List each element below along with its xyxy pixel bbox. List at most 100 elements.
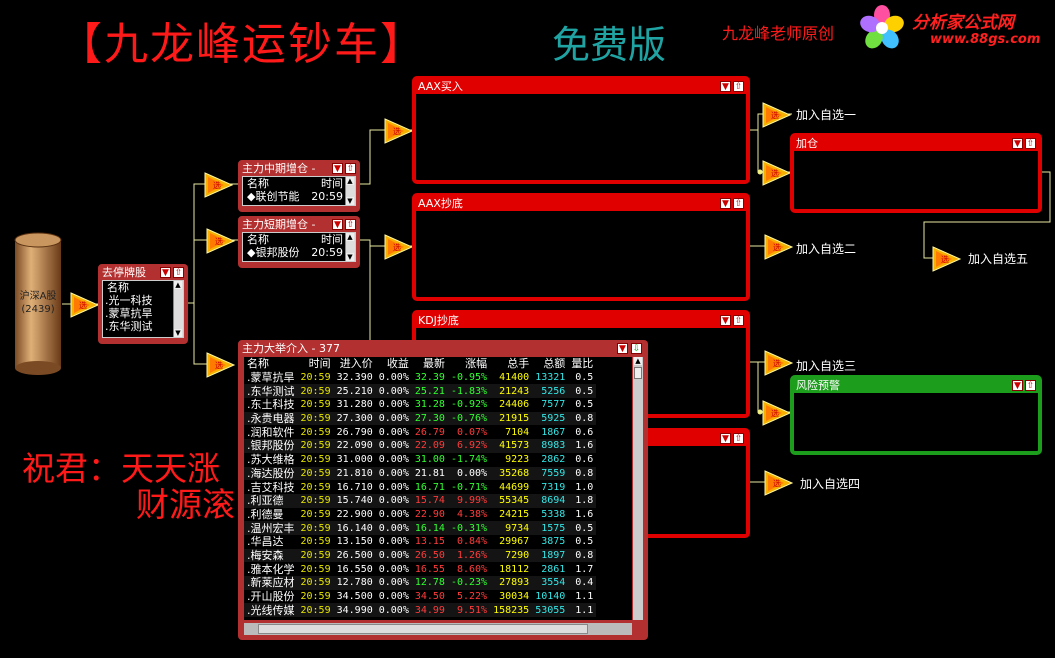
panel-add-position[interactable]: 加仓 ▼⇧	[790, 133, 1042, 213]
flow-node-arrow-icon[interactable]: 选	[384, 234, 414, 260]
scroll-down-icon[interactable]: ▼	[346, 253, 354, 261]
column-header-name: 名称	[107, 281, 129, 294]
column-header[interactable]: 最新	[422, 357, 445, 371]
column-header-time: 时间	[321, 233, 343, 246]
scroll-up-icon[interactable]: ▲	[346, 233, 354, 241]
up-arrow-icon[interactable]: ⇧	[733, 315, 744, 326]
up-arrow-icon[interactable]: ⇧	[1025, 138, 1036, 149]
list-item[interactable]: .光一科技	[105, 294, 153, 307]
logo-text[interactable]: 分析家公式网	[912, 13, 1014, 33]
panel-remove-suspended[interactable]: 去停牌股 ▼ ⇧ 名称 .光一科技 .蒙草抗旱 .东华测试 ▲▼	[98, 264, 188, 344]
up-arrow-icon[interactable]: ⇧	[733, 81, 744, 92]
menu-dropdown-icon[interactable]: ▼	[332, 219, 343, 230]
flow-node-arrow-icon[interactable]: 选	[932, 246, 962, 272]
flow-node-arrow-icon[interactable]: 选	[70, 292, 100, 318]
up-arrow-icon[interactable]: ⇧	[173, 267, 184, 278]
scrollbar[interactable]: ▲▼	[345, 233, 355, 261]
vertical-scrollbar[interactable]: ▲	[633, 357, 643, 620]
menu-dropdown-icon[interactable]: ▼	[720, 198, 731, 209]
flow-node-arrow-icon[interactable]: 选	[204, 172, 234, 198]
flow-node-arrow-icon[interactable]: 选	[206, 228, 236, 254]
menu-dropdown-icon[interactable]: ▼	[1012, 138, 1023, 149]
menu-dropdown-icon[interactable]: ▼	[1012, 380, 1023, 391]
add-to-watchlist-4[interactable]: 加入自选四	[800, 477, 861, 491]
flow-node-arrow-icon[interactable]: 选	[762, 160, 792, 186]
panel-major-entry[interactable]: 主力大举介入 - 377 ▼ ⇩ 名称时间进入价收益最新涨幅总手总额量比 .蒙草…	[238, 340, 648, 640]
add-to-watchlist-5[interactable]: 加入自选五	[968, 252, 1029, 266]
table-cell: .温州宏丰	[244, 521, 298, 535]
flow-node-arrow-icon[interactable]: 选	[764, 350, 794, 376]
add-to-watchlist-2[interactable]: 加入自选二	[796, 242, 857, 256]
column-header[interactable]: 时间	[308, 357, 331, 371]
scroll-up-icon[interactable]: ▲	[634, 357, 642, 365]
column-header[interactable]: 量比	[571, 357, 594, 371]
scroll-thumb[interactable]	[258, 624, 588, 634]
flow-node-arrow-icon[interactable]: 选	[764, 234, 794, 260]
flow-node-arrow-icon[interactable]: 选	[762, 400, 792, 426]
scroll-down-icon[interactable]: ▼	[346, 197, 354, 205]
flow-node-arrow-icon[interactable]: 选	[762, 102, 792, 128]
scroll-thumb[interactable]	[634, 367, 642, 379]
menu-dropdown-icon[interactable]: ▼	[720, 315, 731, 326]
column-header[interactable]: 收益	[386, 357, 409, 371]
table-cell: 7577	[541, 399, 566, 411]
scroll-down-icon[interactable]: ▼	[174, 329, 182, 337]
up-arrow-icon[interactable]: ⇧	[345, 163, 356, 174]
flow-node-arrow-icon[interactable]: 选	[384, 118, 414, 144]
add-to-watchlist-3[interactable]: 加入自选三	[796, 359, 857, 373]
column-header[interactable]: 涨幅	[465, 357, 488, 371]
panel-aax-bottom[interactable]: AAX抄底 ▼⇧	[412, 193, 750, 301]
column-header[interactable]: 总额	[543, 357, 566, 371]
panel-aax-buy[interactable]: AAX买入 ▼⇧	[412, 76, 750, 184]
scrollbar[interactable]: ▲▼	[345, 177, 355, 205]
down-arrow-icon[interactable]: ⇩	[631, 343, 642, 354]
column-header[interactable]: 名称	[247, 357, 269, 371]
up-arrow-icon[interactable]: ⇧	[345, 219, 356, 230]
flow-node-arrow-icon[interactable]: 选	[206, 352, 236, 378]
scroll-up-icon[interactable]: ▲	[174, 281, 182, 289]
logo-url[interactable]: www.88gs.com	[930, 32, 1041, 47]
menu-dropdown-icon[interactable]: ▼	[720, 433, 731, 444]
menu-dropdown-icon[interactable]: ▼	[617, 343, 628, 354]
add-to-watchlist-1[interactable]: 加入自选一	[796, 108, 857, 122]
panel-risk-warning[interactable]: 风险预警 ▼⇧	[790, 375, 1042, 455]
column-header[interactable]: 总手	[507, 357, 530, 371]
scrollbar[interactable]: ▲▼	[173, 281, 183, 337]
up-arrow-icon[interactable]: ⇧	[1025, 380, 1036, 391]
menu-dropdown-icon[interactable]: ▼	[160, 267, 171, 278]
stock-pool-cylinder-icon[interactable]	[14, 232, 62, 376]
horizontal-scrollbar[interactable]	[244, 623, 632, 635]
flow-node-arrow-icon[interactable]: 选	[764, 470, 794, 496]
scroll-up-icon[interactable]: ▲	[346, 177, 354, 185]
up-arrow-icon[interactable]: ⇧	[733, 433, 744, 444]
menu-dropdown-icon[interactable]: ▼	[332, 163, 343, 174]
list-item[interactable]: .蒙草抗旱	[105, 307, 153, 320]
menu-dropdown-icon[interactable]: ▼	[720, 81, 731, 92]
list-item[interactable]: .东华测试	[105, 320, 153, 333]
column-header[interactable]: 进入价	[339, 357, 373, 371]
up-arrow-icon[interactable]: ⇧	[733, 198, 744, 209]
